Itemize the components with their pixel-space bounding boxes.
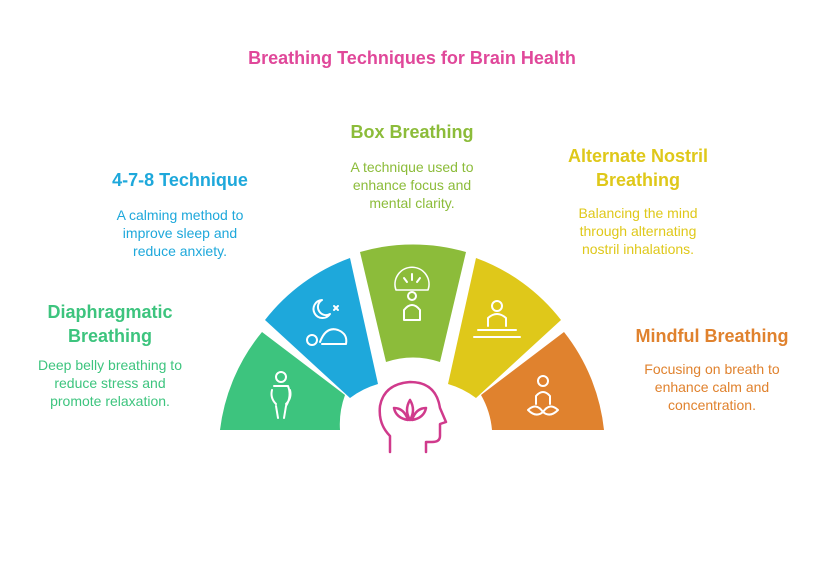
label-title: Alternate Nostril Breathing [567,146,709,190]
sleeping-person-moon-icon [306,299,348,346]
label-title: Box Breathing [350,122,474,142]
label-box: Box Breathing A technique used to enhanc… [322,120,502,212]
label-description: Focusing on breath to enhance calm and c… [644,361,780,413]
label-mindful: Mindful Breathing Focusing on breath to … [622,324,802,414]
segment-four-seven-eight [265,258,378,398]
seated-meditator-icon [473,300,521,338]
lotus-pose-person-icon [527,375,559,416]
label-title: 4-7-8 Technique [112,170,248,190]
label-description: A technique used to enhance focus and me… [350,159,474,211]
label-title: Diaphragmatic Breathing [47,302,173,346]
segment-mindful [481,332,604,430]
segment-box [360,244,466,362]
head-with-lotus-icon [378,380,448,454]
label-four-seven-eight: 4-7-8 Technique A calming method to impr… [90,168,270,260]
label-diaphragmatic: Diaphragmatic Breathing Deep belly breat… [20,300,200,410]
segment-alternate [448,258,561,398]
label-description: Balancing the mind through alternating n… [578,205,698,257]
label-description: A calming method to improve sleep and re… [116,207,244,259]
label-alternate: Alternate Nostril Breathing Balancing th… [548,144,728,258]
standing-person-icon [270,371,292,419]
page-title: Breathing Techniques for Brain Health [248,48,576,68]
focused-meditator-icon [394,266,430,321]
label-description: Deep belly breathing to reduce stress an… [38,357,182,409]
label-title: Mindful Breathing [635,326,789,346]
